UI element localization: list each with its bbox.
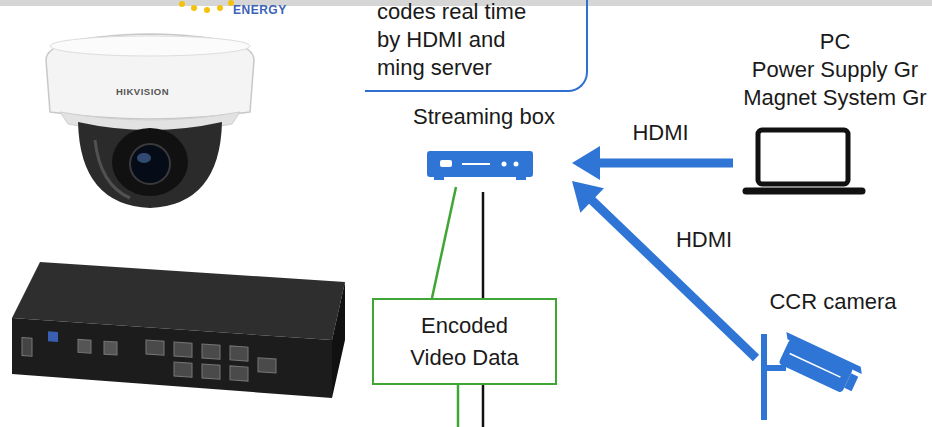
device-front bbox=[12, 318, 332, 398]
device-node: Streaming box bbox=[396, 103, 572, 187]
power-switch bbox=[22, 338, 32, 357]
lens-reflection bbox=[137, 153, 151, 163]
camera-bracket bbox=[761, 334, 767, 420]
camera-housing bbox=[46, 34, 254, 119]
arrowhead bbox=[572, 146, 600, 180]
lens-housing bbox=[112, 128, 188, 196]
device-side bbox=[332, 282, 345, 398]
text-box: codes real time by HDMI and ming server bbox=[365, 0, 588, 92]
edge-label: HDMI bbox=[673, 228, 735, 252]
camera-node: CCR camera bbox=[756, 288, 910, 423]
bubble-highlight bbox=[95, 140, 130, 198]
connector-line bbox=[596, 159, 733, 168]
button bbox=[146, 340, 164, 355]
wire-line bbox=[457, 385, 460, 427]
laptop-base bbox=[746, 188, 862, 195]
button bbox=[174, 362, 192, 377]
button bbox=[78, 339, 91, 353]
device-buttons bbox=[22, 330, 276, 384]
connector-line bbox=[589, 198, 756, 358]
camera-body bbox=[773, 332, 864, 397]
camera-icon bbox=[756, 328, 868, 423]
camera-visor bbox=[784, 332, 864, 374]
button bbox=[202, 344, 220, 359]
node-text: Power Supply Gr Magnet System Gr bbox=[738, 56, 932, 112]
node-text: Streaming box bbox=[396, 103, 572, 131]
lens bbox=[130, 144, 170, 184]
box-led bbox=[514, 162, 519, 167]
data-box: Encoded Video Data bbox=[372, 298, 557, 385]
node-text: PC bbox=[733, 28, 932, 56]
camera-line bbox=[790, 354, 841, 378]
logo-dot bbox=[204, 7, 210, 13]
box-body bbox=[427, 151, 533, 177]
button bbox=[230, 366, 248, 381]
box-foot bbox=[516, 176, 526, 180]
laptop-icon bbox=[741, 126, 867, 198]
dome-bubble bbox=[78, 122, 222, 208]
brand-label: ENERGY bbox=[233, 3, 287, 17]
button bbox=[174, 342, 192, 357]
box-foot bbox=[434, 176, 444, 180]
logo-mark bbox=[179, 0, 234, 13]
button bbox=[230, 346, 248, 361]
box-led bbox=[502, 162, 507, 167]
camera-lens bbox=[844, 373, 858, 391]
edge-label: HDMI bbox=[629, 121, 691, 145]
housing-top bbox=[50, 36, 250, 56]
node-text: codes real time by HDMI and ming server bbox=[377, 0, 549, 82]
laptop-screen bbox=[758, 130, 848, 184]
connector bbox=[432, 187, 456, 298]
connector bbox=[572, 146, 733, 180]
button bbox=[258, 358, 276, 373]
usb-port bbox=[48, 331, 58, 342]
node-text: CCR camera bbox=[756, 288, 910, 316]
box-line bbox=[462, 163, 490, 165]
streaming-device bbox=[12, 262, 345, 398]
arrowhead bbox=[572, 181, 604, 213]
brand-label: HIKVISION bbox=[116, 86, 169, 97]
node-text: Encoded Video Data bbox=[400, 310, 530, 374]
logo-dot bbox=[217, 5, 223, 11]
button bbox=[202, 364, 220, 379]
streaming-box-icon bbox=[426, 149, 534, 181]
computer-node: PCPower Supply Gr Magnet System Gr bbox=[733, 28, 932, 200]
logo-dot bbox=[179, 1, 185, 7]
dome-camera bbox=[46, 34, 254, 208]
camera-arm bbox=[764, 365, 786, 371]
connector bbox=[572, 181, 756, 358]
connector-line bbox=[432, 187, 456, 298]
box-slot bbox=[440, 160, 452, 167]
logo-dot bbox=[191, 5, 197, 11]
button bbox=[104, 341, 117, 355]
